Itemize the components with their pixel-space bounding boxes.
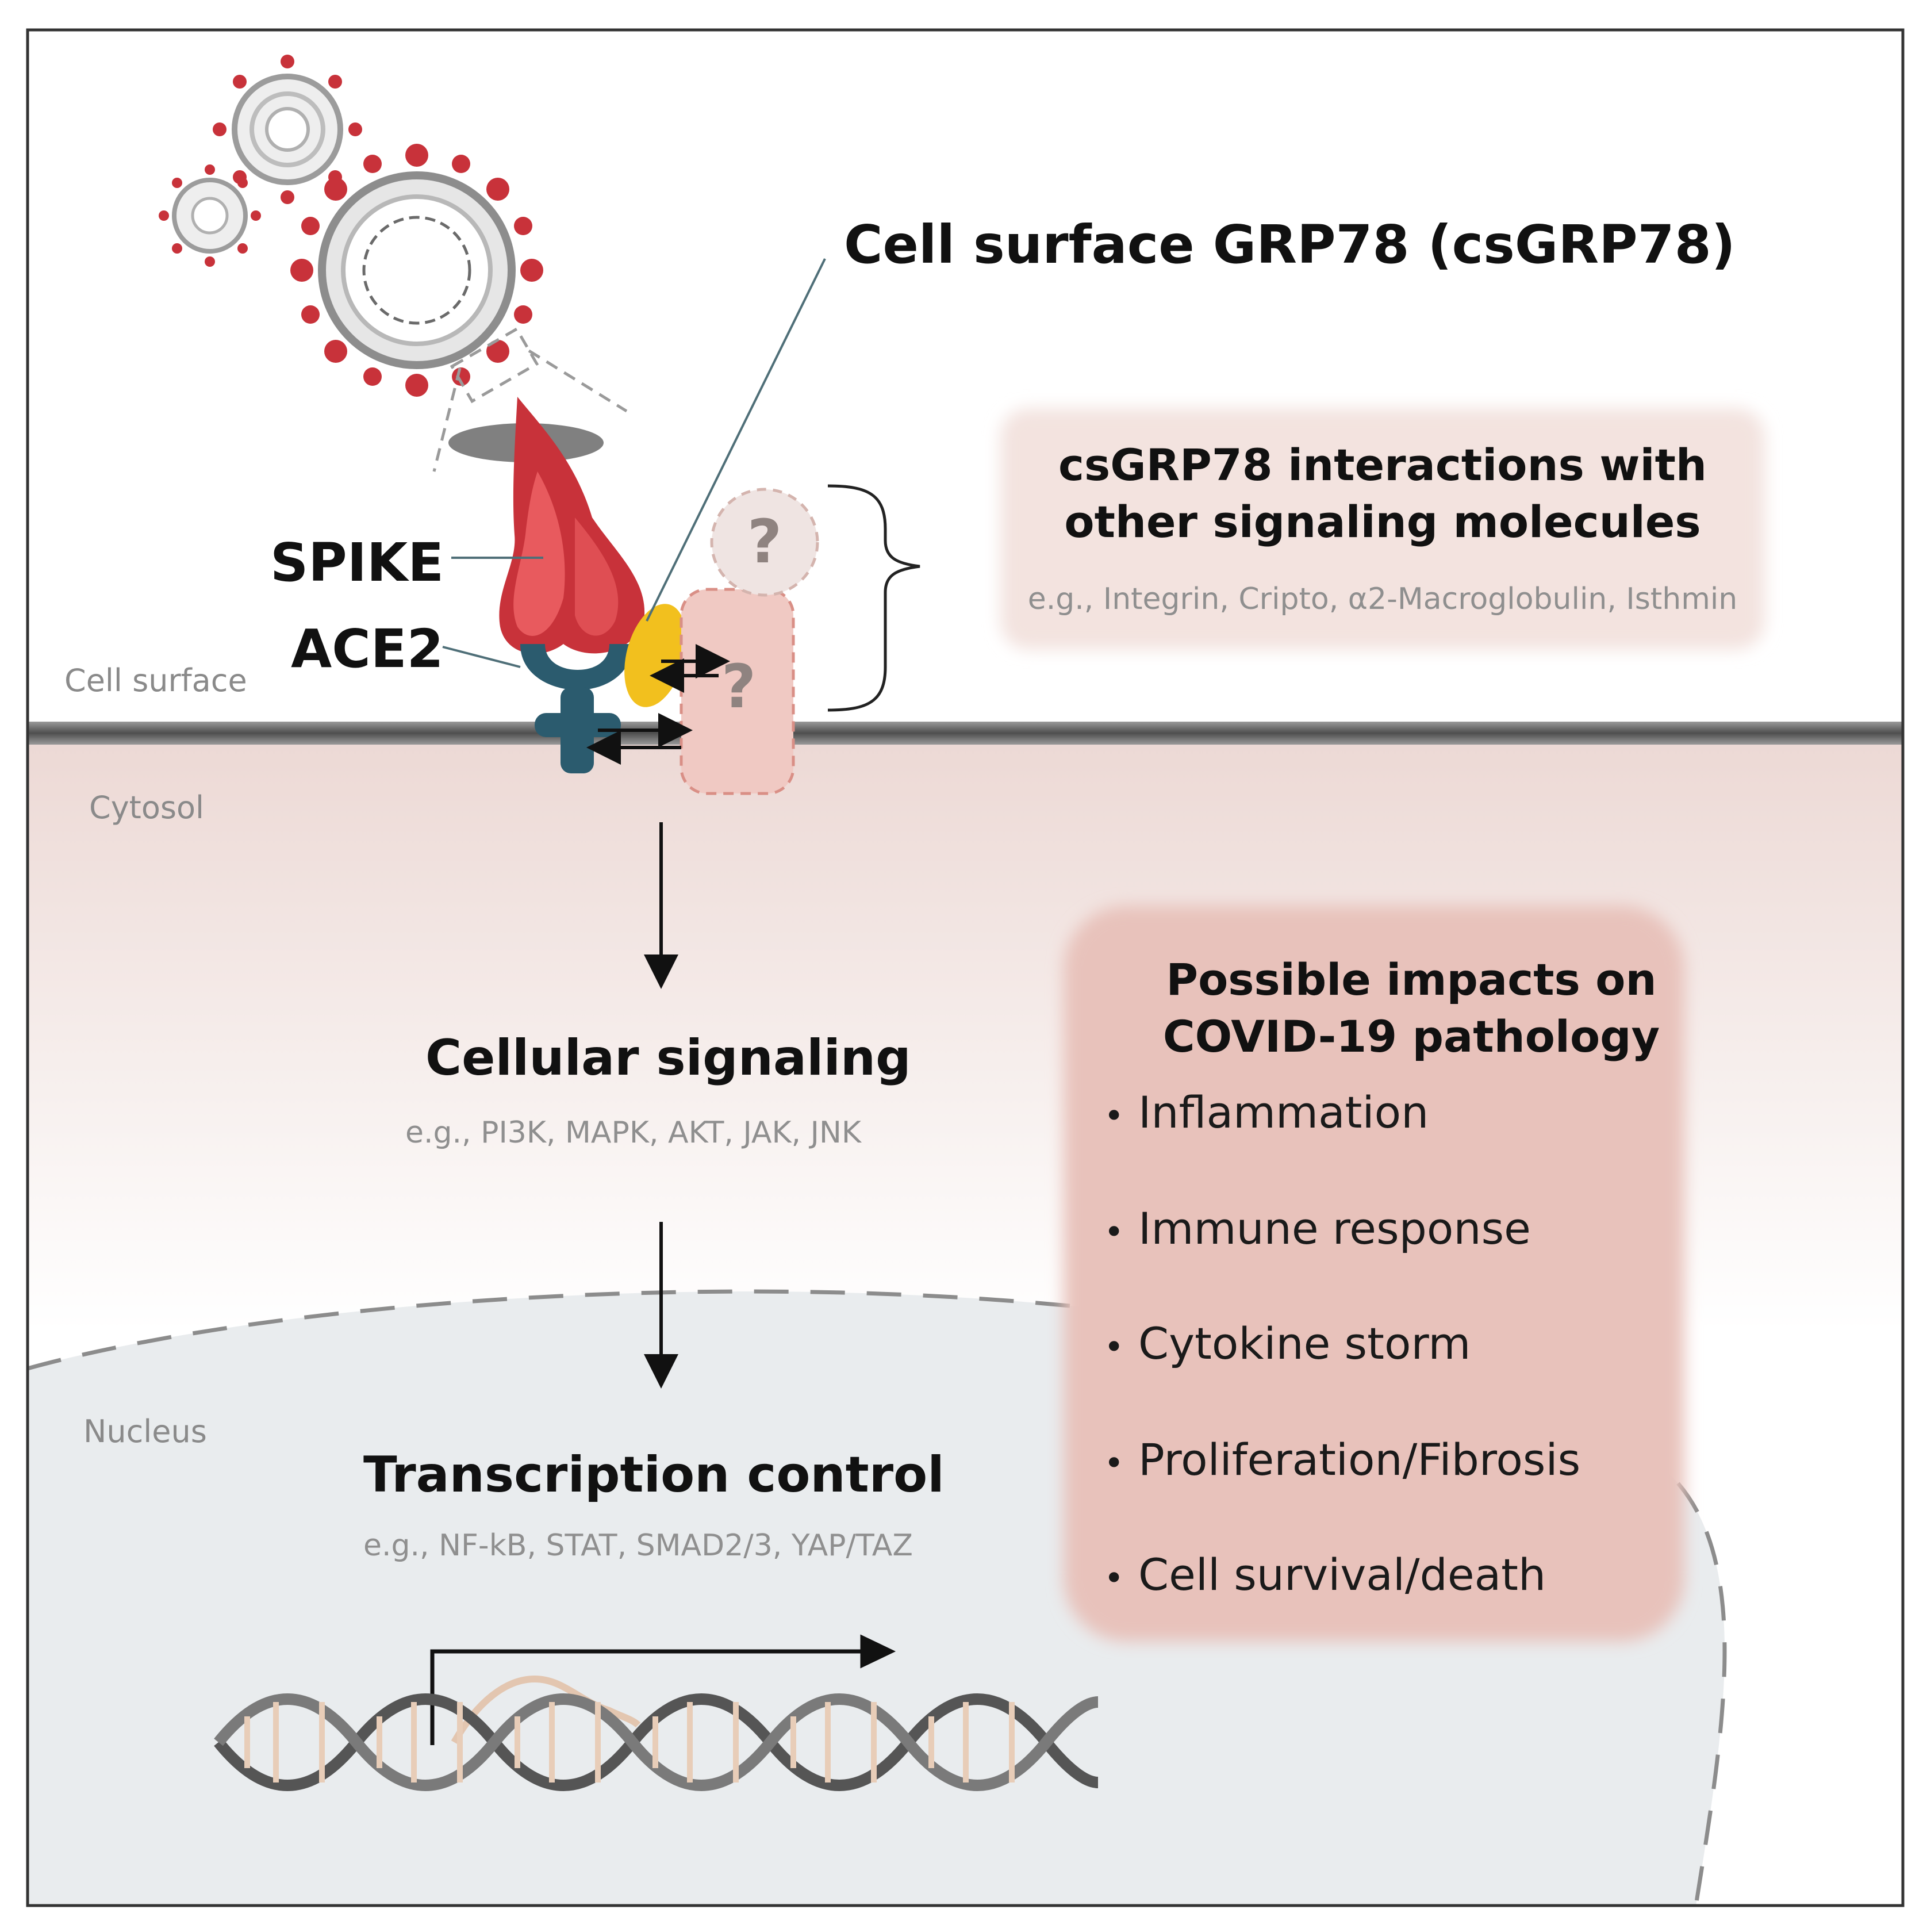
interactions-title: csGRP78 interactions with other signalin…	[1058, 439, 1707, 547]
leader-lines	[442, 258, 826, 668]
virus-large	[290, 144, 543, 397]
impact-item: • Inflammation	[1104, 1087, 1429, 1138]
question-mark-membrane: ?	[721, 651, 756, 722]
bullet: •	[1104, 1558, 1124, 1598]
impacts-box-bg	[1064, 906, 1684, 1642]
transcription-title: Transcription control	[363, 1446, 945, 1504]
signaling-title: Cellular signaling	[425, 1029, 911, 1087]
cytosol-label: Cytosol	[89, 789, 205, 826]
bullet: •	[1104, 1096, 1124, 1136]
impact-text: Inflammation	[1138, 1087, 1429, 1138]
interactions-examples: e.g., Integrin, Cripto, α2-Macroglobulin…	[1027, 582, 1738, 616]
impact-text: Cytokine storm	[1138, 1318, 1471, 1369]
spike-label: SPIKE	[270, 532, 444, 593]
dna-helix	[214, 1693, 1099, 1791]
impact-text: Cell survival/death	[1138, 1549, 1546, 1600]
interaction-arrows	[586, 644, 730, 765]
brace	[827, 484, 920, 712]
question-mark-surface: ?	[747, 507, 782, 577]
bullet: •	[1104, 1327, 1124, 1367]
figure-frame	[26, 28, 1905, 1907]
interactions-box-bg	[1000, 408, 1765, 650]
impacts-title: Possible impacts on COVID-19 pathology	[1162, 954, 1660, 1062]
figure-title: Cell surface GRP78 (csGRP78)	[844, 214, 1736, 275]
impact-text: Immune response	[1138, 1203, 1531, 1254]
impact-item: • Cell survival/death	[1104, 1549, 1546, 1600]
signaling-examples: e.g., PI3K, MAPK, AKT, JAK, JNK	[405, 1116, 861, 1150]
impact-item: • Proliferation/Fibrosis	[1104, 1434, 1580, 1485]
cell-surface-label: Cell surface	[64, 662, 247, 699]
impact-text: Proliferation/Fibrosis	[1138, 1434, 1581, 1485]
nucleus-label: Nucleus	[83, 1413, 207, 1450]
virus-small-2	[159, 164, 261, 267]
impact-item: • Immune response	[1104, 1203, 1531, 1254]
zoom-callout	[432, 327, 628, 472]
impact-item: • Cytokine storm	[1104, 1318, 1471, 1369]
rna-strand	[451, 1675, 641, 1744]
transcription-examples: e.g., NF-kB, STAT, SMAD2/3, YAP/TAZ	[363, 1528, 913, 1563]
transcription-arrow	[430, 1634, 896, 1745]
virus-small-1	[213, 55, 362, 204]
bullet: •	[1104, 1443, 1124, 1483]
ace2-label: ACE2	[291, 618, 444, 680]
spike-protein	[448, 397, 645, 654]
unknown-partner-surface	[710, 488, 819, 597]
bullet: •	[1104, 1212, 1124, 1252]
plasma-membrane	[28, 722, 1903, 745]
